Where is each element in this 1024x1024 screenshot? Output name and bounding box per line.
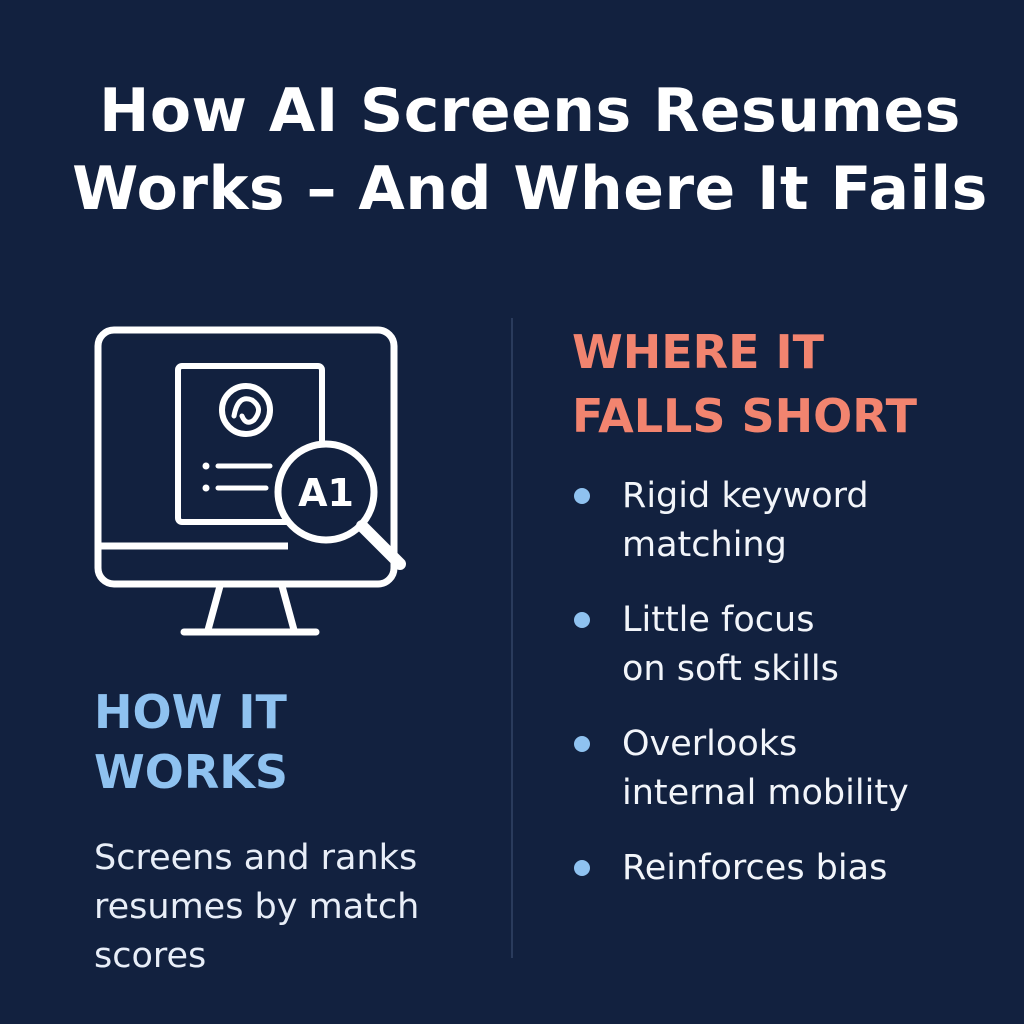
how-it-works-desc-line-3: scores <box>94 936 207 976</box>
bullet-dot-icon <box>574 736 590 752</box>
list-item-line-1: Overlooks <box>622 724 798 764</box>
falls-short-heading-line-2: FALLS SHORT <box>572 389 917 443</box>
how-it-works-desc-line-2: resumes by match <box>94 887 420 927</box>
how-it-works-description: Screens and ranks resumes by match score… <box>94 834 484 981</box>
resume-avatar-icon <box>219 383 273 437</box>
monitor-screen-frame <box>94 326 398 588</box>
list-item: Overlooks internal mobility <box>572 720 1012 818</box>
monitor-stand <box>204 582 298 634</box>
column-divider <box>511 318 513 958</box>
list-item-line-1: Little focus <box>622 600 815 640</box>
falls-short-heading: WHERE IT FALLS SHORT <box>572 320 992 448</box>
list-item-line-2: on soft skills <box>622 649 839 689</box>
magnifier-label: A1 <box>298 471 354 515</box>
how-it-works-heading-line-2: WORKS <box>94 745 289 799</box>
how-it-works-desc-line-1: Screens and ranks <box>94 838 418 878</box>
list-item-line-1: Reinforces bias <box>622 848 888 888</box>
list-item: Rigid keyword matching <box>572 472 1012 570</box>
falls-short-list: Rigid keyword matching Little focus on s… <box>572 472 1012 919</box>
monitor-resume-magnifier-icon: A1 <box>94 326 406 636</box>
how-it-works-heading-line-1: HOW IT <box>94 685 287 739</box>
bullet-dot-icon <box>574 612 590 628</box>
magnifier-handle <box>356 520 406 570</box>
title-line-1: How AI Screens Resumes <box>99 76 961 146</box>
list-item: Reinforces bias <box>572 844 1012 893</box>
list-item-line-1: Rigid keyword <box>622 476 869 516</box>
how-it-works-heading: HOW IT WORKS <box>94 682 474 802</box>
list-item: Little focus on soft skills <box>572 596 1012 694</box>
title-line-2: Works – And Where It Fails <box>72 154 988 224</box>
list-item-line-2: internal mobility <box>622 773 909 813</box>
bullet-dot-icon <box>574 860 590 876</box>
magnifier-lens <box>274 440 378 544</box>
falls-short-heading-line-1: WHERE IT <box>572 325 825 379</box>
list-item-line-2: matching <box>622 525 787 565</box>
bullet-dot-icon <box>574 488 590 504</box>
page-title: How AI Screens Resumes Works – And Where… <box>40 72 1020 228</box>
